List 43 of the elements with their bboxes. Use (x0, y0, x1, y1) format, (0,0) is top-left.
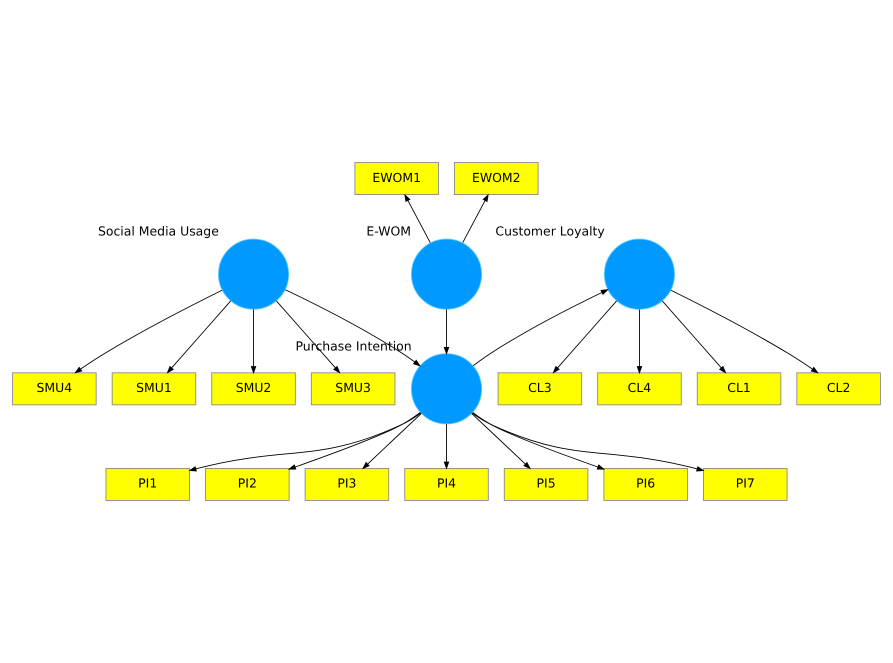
node-box: SMU1 (112, 372, 196, 406)
arrow (404, 194, 431, 243)
node-box: PI2 (205, 468, 290, 501)
arrow (552, 300, 618, 374)
node-box: PI4 (404, 468, 489, 501)
arrow (472, 289, 609, 366)
node-box: SMU2 (211, 372, 296, 406)
node-circle (410, 238, 482, 310)
arrow (636, 309, 642, 374)
arrow (288, 412, 421, 470)
node-box: SMU3 (310, 372, 396, 406)
node-label: E-WOM (366, 224, 412, 239)
arrow (462, 194, 489, 243)
arrow (670, 290, 819, 374)
node-circle (218, 238, 290, 310)
node-box: PI5 (504, 468, 588, 501)
arrow (284, 289, 421, 367)
arrow (250, 309, 256, 374)
node-box: EWOM1 (354, 162, 439, 195)
arrow (444, 424, 450, 470)
arrow (74, 290, 222, 374)
arrow (472, 412, 705, 472)
arrow (362, 412, 422, 470)
node-label: Customer Loyalty (495, 224, 605, 239)
arrow (276, 300, 340, 374)
node-box: SMU4 (12, 372, 97, 406)
arrow (188, 412, 422, 472)
node-box: CL4 (597, 372, 682, 406)
node-box: EWOM2 (454, 162, 539, 195)
node-box: PI7 (703, 468, 788, 501)
node-box: CL3 (498, 372, 582, 406)
arrow (472, 412, 606, 470)
arrow (662, 300, 726, 374)
node-box: PI6 (603, 468, 688, 501)
arrow (471, 412, 531, 470)
arrow (166, 300, 232, 374)
node-box: PI1 (106, 468, 190, 501)
node-box: CL1 (696, 372, 782, 406)
node-circle (604, 238, 676, 310)
node-box: CL2 (796, 372, 881, 406)
node-box: PI3 (304, 468, 390, 501)
arrow (444, 309, 450, 356)
node-label: Social Media Usage (98, 224, 219, 239)
